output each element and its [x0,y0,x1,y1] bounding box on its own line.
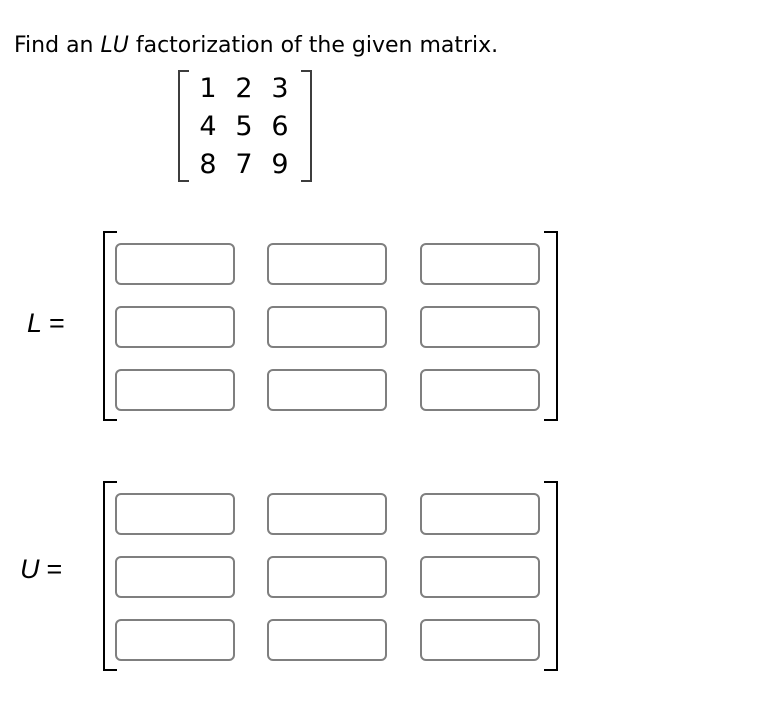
u-matrix [103,481,558,671]
given-matrix: 1 2 3 4 5 6 8 7 9 [178,70,312,182]
given-matrix-cell-r1c3: 3 [271,73,289,104]
given-matrix-left-bracket [178,70,189,182]
u-matrix-left-bracket [103,481,117,671]
given-matrix-cell-r2c3: 6 [271,111,289,142]
u-input-r2c1[interactable] [115,556,235,598]
statement-suffix: factorization of the given matrix. [128,33,499,58]
l-input-r3c2[interactable] [267,369,387,411]
l-input-r1c1[interactable] [115,243,235,285]
u-label-equals: = [46,554,63,584]
given-matrix-cell-r3c2: 7 [235,149,253,180]
given-matrix-grid: 1 2 3 4 5 6 8 7 9 [190,70,298,184]
l-matrix-right-bracket [544,231,558,421]
l-input-r2c3[interactable] [420,306,540,348]
u-input-r3c3[interactable] [420,619,540,661]
u-input-r1c1[interactable] [115,493,235,535]
l-input-r1c2[interactable] [267,243,387,285]
given-matrix-cell-r1c2: 2 [235,73,253,104]
l-matrix [103,231,558,421]
u-input-r2c2[interactable] [267,556,387,598]
given-matrix-cell-r1c1: 1 [199,73,217,104]
given-matrix-cell-r3c3: 9 [271,149,289,180]
l-matrix-left-bracket [103,231,117,421]
u-input-r3c1[interactable] [115,619,235,661]
u-input-r1c3[interactable] [420,493,540,535]
l-label: L= [27,308,65,339]
u-input-r3c2[interactable] [267,619,387,661]
given-matrix-cell-r3c1: 8 [199,149,217,180]
u-label-letter: U [20,554,40,584]
l-input-r1c3[interactable] [420,243,540,285]
l-input-r2c1[interactable] [115,306,235,348]
statement-prefix: Find an [14,33,101,58]
l-label-equals: = [49,308,65,338]
u-label: U= [20,554,62,585]
problem-statement: Find an LU factorization of the given ma… [14,32,498,60]
l-label-letter: L [27,308,43,338]
statement-math-term: LU [100,33,129,58]
u-input-r2c3[interactable] [420,556,540,598]
given-matrix-right-bracket [301,70,312,182]
l-input-r3c3[interactable] [420,369,540,411]
given-matrix-cell-r2c2: 5 [235,111,253,142]
l-input-r2c2[interactable] [267,306,387,348]
given-matrix-cell-r2c1: 4 [199,111,217,142]
l-input-r3c1[interactable] [115,369,235,411]
u-input-r1c2[interactable] [267,493,387,535]
u-matrix-right-bracket [544,481,558,671]
